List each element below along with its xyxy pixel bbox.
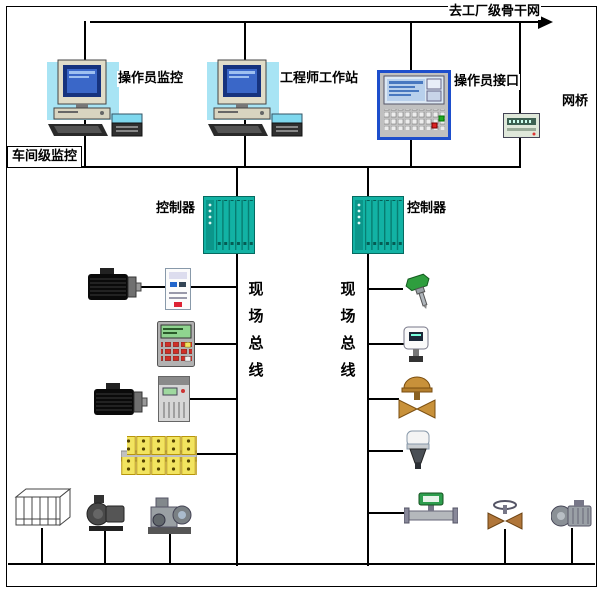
connector-line — [369, 398, 399, 400]
motor-pump-icon — [551, 495, 594, 532]
plc-controller-icon — [352, 196, 404, 254]
connector-line — [369, 512, 409, 514]
hmi-panel-icon — [377, 70, 451, 140]
operator-monitor-label: 操作员监控 — [117, 71, 185, 88]
flow-meter-icon — [404, 492, 458, 525]
plc-rack-drawing-icon — [13, 485, 73, 532]
connector-line — [169, 532, 171, 564]
operator-interface-label: 操作员接口 — [453, 74, 521, 91]
connector-line — [104, 528, 106, 564]
engineer-station-label: 工程师工作站 — [279, 71, 360, 88]
bridge-label: 网桥 — [561, 94, 590, 111]
controller-left-label: 控制器 — [155, 201, 197, 218]
connector-line — [194, 343, 236, 345]
network-bridge-icon — [503, 113, 540, 138]
inverter-drive-icon — [158, 376, 190, 422]
backbone-label: 去工厂级骨干网 — [448, 4, 542, 21]
connector-line — [194, 453, 236, 455]
drop-line-controller-right — [367, 166, 369, 198]
motor-icon — [92, 381, 148, 419]
fieldbus-left-label: 现场总线 — [248, 280, 264, 379]
workshop-level-label: 车间级监控 — [7, 146, 83, 169]
connector-line — [369, 343, 405, 345]
compressor-icon — [146, 489, 193, 536]
plc-controller-icon — [203, 196, 255, 254]
bottom-bus-line — [8, 563, 595, 565]
motor-icon — [86, 266, 142, 304]
fieldbus-left-line — [236, 252, 238, 566]
operator-panel-icon — [157, 321, 195, 367]
drop-line-bridge — [519, 21, 521, 167]
contactor-icon — [165, 268, 191, 310]
backbone-arrow-icon — [538, 15, 553, 29]
connector-line — [504, 529, 506, 564]
control-valve-icon — [396, 376, 438, 422]
workshop-bus-line — [8, 166, 521, 168]
connector-line — [188, 398, 236, 400]
hand-valve-icon — [485, 497, 525, 532]
fieldbus-right-line — [367, 252, 369, 566]
backbone-bus-line — [90, 21, 540, 23]
level-sensor-icon — [401, 429, 435, 471]
transmitter-icon — [402, 325, 430, 363]
drop-line-controller-left — [236, 166, 238, 198]
connector-line — [571, 528, 573, 564]
connector-line — [369, 288, 403, 290]
connector-line — [41, 528, 43, 564]
computer-workstation-icon — [206, 58, 306, 138]
computer-workstation-icon — [46, 58, 146, 138]
thermocouple-icon — [398, 270, 442, 310]
pump-icon — [84, 493, 127, 532]
controller-right-label: 控制器 — [406, 201, 448, 218]
terminal-blocks-icon — [121, 436, 197, 476]
connector-line — [369, 450, 403, 452]
fieldbus-right-label: 现场总线 — [340, 280, 356, 379]
